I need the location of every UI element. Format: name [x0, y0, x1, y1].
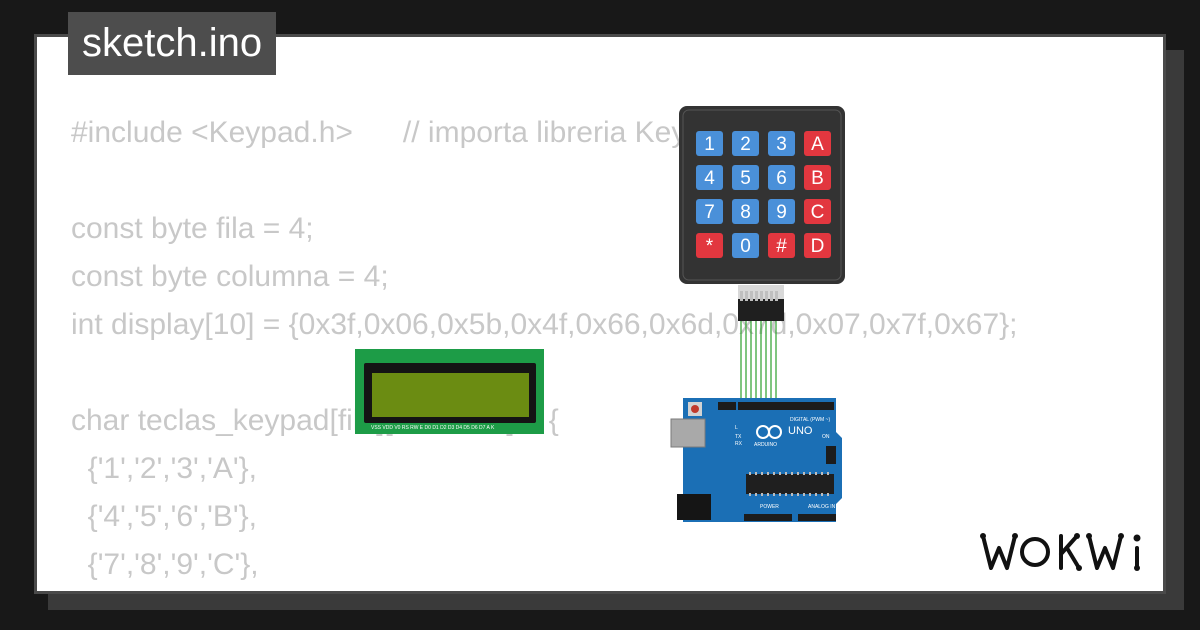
- code-line: int display[10] = {0x3f,0x06,0x5b,0x4f,0…: [71, 308, 1018, 341]
- keypad-key-label: 3: [776, 134, 787, 155]
- keypad-key-label: B: [811, 168, 824, 189]
- keypad-key-label: D: [811, 236, 825, 257]
- rx-label: RX: [735, 441, 743, 447]
- lcd-display[interactable]: VSS VDD V0 RS RW E D0 D1 D2 D3 D4 D5 D6 …: [355, 349, 544, 434]
- code-line: const byte columna = 4;: [71, 260, 389, 293]
- power-header: [744, 514, 792, 521]
- keypad-key-7[interactable]: 7: [696, 199, 723, 224]
- keypad-key-label: 6: [776, 168, 787, 189]
- power-jack: [677, 494, 711, 520]
- code-line: {'1','2','3','A'},: [71, 452, 257, 485]
- keypad-key-2[interactable]: 2: [732, 131, 759, 156]
- keypad-key-C[interactable]: C: [804, 199, 831, 224]
- icsp-header: [826, 446, 836, 464]
- keypad-key-label: 7: [704, 202, 715, 223]
- lcd-screen: [372, 373, 529, 417]
- keypad-key-label: 9: [776, 202, 787, 223]
- arduino-infinity-icon: [756, 425, 782, 439]
- keypad-key-3[interactable]: 3: [768, 131, 795, 156]
- keypad-key-5[interactable]: 5: [732, 165, 759, 190]
- board-model-label: UNO: [788, 425, 813, 437]
- keypad-key-label: 2: [740, 134, 751, 155]
- keypad-wires: [740, 320, 777, 403]
- l-label: L: [735, 425, 738, 431]
- membrane-keypad[interactable]: 1 2 3 A 4 5 6 B 7 8 9 C * 0 # D: [679, 106, 845, 321]
- keypad-key-label: 4: [704, 168, 715, 189]
- keypad-key-label: C: [811, 202, 825, 223]
- keypad-key-label: #: [776, 236, 787, 257]
- power-label: POWER: [760, 504, 779, 510]
- usb-port: [670, 418, 706, 448]
- keypad-key-*[interactable]: *: [696, 233, 723, 258]
- keypad-key-label: A: [811, 134, 824, 155]
- keypad-key-label: 5: [740, 168, 751, 189]
- code-line: const byte fila = 4;: [71, 212, 314, 245]
- keypad-connector: [738, 299, 784, 321]
- keypad-key-label: 0: [740, 236, 751, 257]
- keypad-key-#[interactable]: #: [768, 233, 795, 258]
- keypad-key-D[interactable]: D: [804, 233, 831, 258]
- keypad-key-B[interactable]: B: [804, 165, 831, 190]
- code-line: {'4','5','6','B'},: [71, 500, 257, 533]
- code-line: {'7','8','9','C'},: [71, 548, 259, 581]
- digital-label: DIGITAL (PWM ~): [790, 417, 830, 423]
- keypad-key-6[interactable]: 6: [768, 165, 795, 190]
- keypad-key-A[interactable]: A: [804, 131, 831, 156]
- tx-label: TX: [735, 434, 742, 440]
- keypad-key-label: 1: [704, 134, 715, 155]
- digital-header: [738, 402, 834, 410]
- arduino-uno-board[interactable]: DIGITAL (PWM ~) UNO ARDUINO TX RX L ON P…: [670, 398, 842, 522]
- keypad-key-8[interactable]: 8: [732, 199, 759, 224]
- keypad-key-1[interactable]: 1: [696, 131, 723, 156]
- on-label: ON: [822, 434, 830, 440]
- keypad-key-4[interactable]: 4: [696, 165, 723, 190]
- keypad-key-label: *: [706, 236, 714, 257]
- keypad-key-0[interactable]: 0: [732, 233, 759, 258]
- analog-label: ANALOG IN: [808, 504, 836, 510]
- arduino-brand-label: ARDUINO: [754, 442, 777, 448]
- microcontroller-chip: [746, 474, 834, 494]
- keypad-key-9[interactable]: 9: [768, 199, 795, 224]
- analog-header: [798, 514, 836, 521]
- lcd-pin-labels: VSS VDD V0 RS RW E D0 D1 D2 D3 D4 D5 D6 …: [371, 425, 495, 431]
- keypad-key-label: 8: [740, 202, 751, 223]
- sketch-filename-tag[interactable]: sketch.ino: [68, 12, 277, 75]
- wokwi-logo[interactable]: [975, 526, 1155, 578]
